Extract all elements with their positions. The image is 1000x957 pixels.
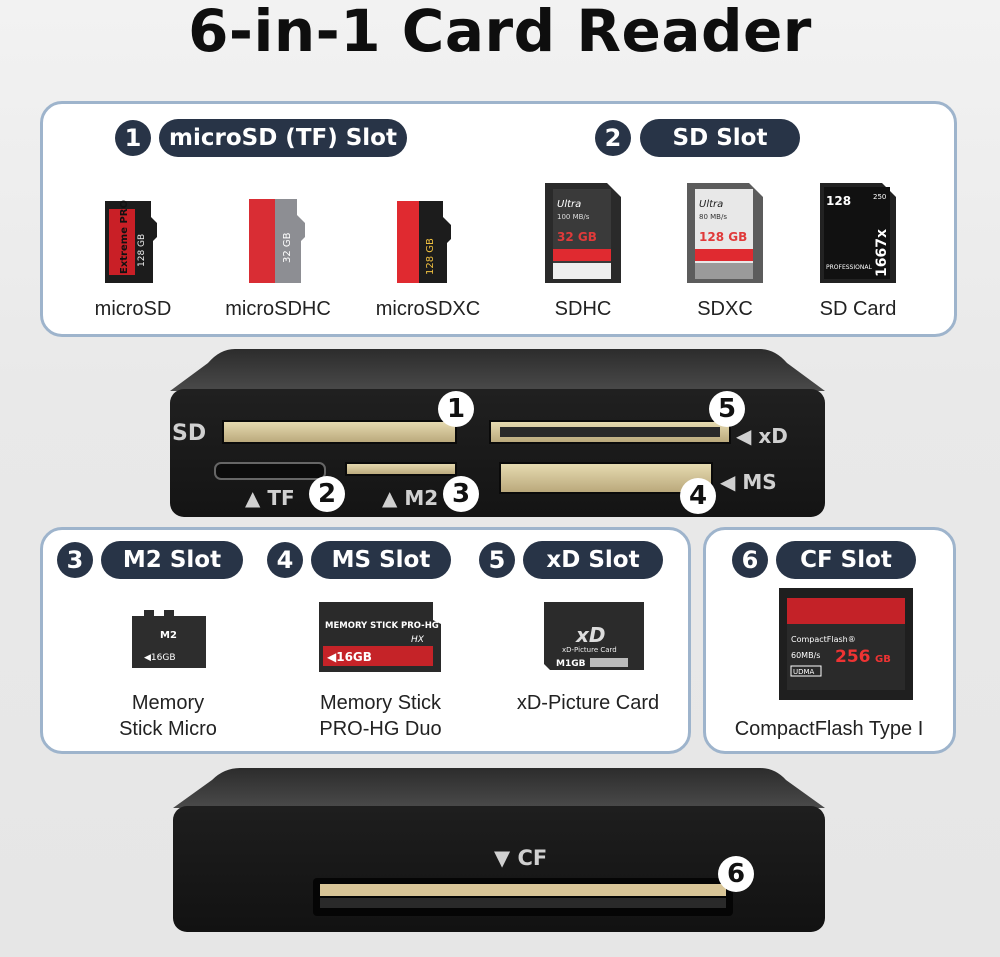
slot-number-1: 1	[438, 391, 474, 427]
svg-text:xD-Picture Card: xD-Picture Card	[562, 646, 617, 654]
svg-text:128: 128	[826, 194, 851, 208]
card-caption-line2: Stick Micro	[119, 718, 217, 740]
slot-number-5: 5	[709, 391, 745, 427]
svg-text:Ultra: Ultra	[699, 199, 723, 210]
sd-card-image: 128 250 PROFESSIONAL 1667x	[820, 183, 896, 283]
svg-text:PROFESSIONAL: PROFESSIONAL	[826, 264, 872, 271]
svg-text:128 GB: 128 GB	[137, 234, 147, 267]
card-caption: xD-Picture Card	[516, 692, 660, 714]
group-label-microsd: microSD (TF) Slot	[159, 119, 407, 157]
svg-text:MEMORY STICK PRO-HG Duo: MEMORY STICK PRO-HG Duo	[325, 621, 443, 631]
slot-number-3: 3	[443, 476, 479, 512]
cf-slot-label: ▼ CF	[494, 846, 548, 870]
svg-text:UDMA: UDMA	[793, 668, 815, 676]
svg-text:1667x: 1667x	[874, 229, 890, 277]
svg-text:32 GB: 32 GB	[557, 230, 597, 244]
top-slot-panel: 1 microSD (TF) Slot 2 SD Slot Extreme PR…	[40, 101, 957, 337]
microsd-card-text: Extreme PRO	[119, 200, 130, 274]
xd-slot-label: ◀ xD	[736, 424, 788, 448]
slot-number-6: 6	[718, 856, 754, 892]
xd-card-image: xD xD-Picture Card M1GB	[544, 602, 644, 670]
microsdxc-card-image: 128 GB	[397, 201, 451, 283]
group-label-xd: xD Slot	[523, 541, 663, 579]
group-number: 5	[479, 542, 515, 578]
card-caption: CompactFlash Type I	[734, 718, 924, 740]
tf-slot-label: ▲ TF	[245, 486, 295, 510]
svg-text:256: 256	[835, 647, 871, 667]
group-number: 3	[57, 542, 93, 578]
group-number: 1	[115, 120, 151, 156]
card-caption: microSD	[94, 298, 172, 320]
sdhc-card-image: Ultra 100 MB/s 32 GB	[545, 183, 621, 283]
svg-text:Ultra: Ultra	[557, 199, 581, 210]
m2-slot-label: ▲ M2	[382, 486, 439, 510]
card-caption-line1: Memory Stick	[319, 692, 442, 714]
svg-text:◀16GB: ◀16GB	[144, 653, 176, 663]
card-caption-line1: Memory	[131, 692, 205, 714]
ms-slot-label: ◀ MS	[720, 470, 777, 494]
card-caption: SDXC	[697, 298, 753, 320]
svg-text:80 MB/s: 80 MB/s	[699, 213, 727, 221]
svg-text:250: 250	[873, 193, 886, 201]
card-caption: microSDHC	[225, 298, 331, 320]
group-number: 6	[732, 542, 768, 578]
group-label-sd: SD Slot	[640, 119, 800, 157]
group-label-cf: CF Slot	[776, 541, 916, 579]
ms-card-image: MEMORY STICK PRO-HG Duo ◀16GB HX	[319, 602, 443, 672]
page-title: 6-in-1 Card Reader	[188, 0, 812, 65]
card-caption: SDHC	[554, 298, 612, 320]
sdxc-card-image: Ultra 80 MB/s 128 GB	[687, 183, 763, 283]
svg-text:M1GB: M1GB	[556, 659, 586, 669]
microsd-card-image: Extreme PRO 128 GB	[105, 200, 157, 283]
svg-text:xD: xD	[575, 623, 606, 647]
sd-slot-label: SD	[172, 421, 207, 446]
svg-text:100 MB/s: 100 MB/s	[557, 213, 590, 221]
group-label-ms: MS Slot	[311, 541, 451, 579]
card-reader-front-bottom	[173, 768, 825, 932]
cf-card-image: CompactFlash® 60MB/s 256 GB UDMA	[779, 588, 913, 700]
svg-text:◀16GB: ◀16GB	[327, 650, 372, 664]
svg-text:60MB/s: 60MB/s	[791, 651, 820, 660]
svg-text:GB: GB	[875, 654, 891, 665]
svg-text:128 GB: 128 GB	[425, 238, 436, 275]
group-label-m2: M2 Slot	[101, 541, 243, 579]
group-number: 4	[267, 542, 303, 578]
svg-text:32 GB: 32 GB	[282, 232, 293, 263]
card-caption-line2: PRO-HG Duo	[319, 718, 442, 740]
svg-text:128 GB: 128 GB	[699, 230, 747, 244]
svg-text:CompactFlash®: CompactFlash®	[791, 635, 856, 644]
m2-card-image: M2 ◀16GB	[132, 610, 206, 668]
group-number: 2	[595, 120, 631, 156]
svg-text:M2: M2	[160, 630, 177, 641]
card-caption: microSDXC	[375, 298, 481, 320]
cf-panel: 6 CF Slot CompactFlash® 60MB/s 256 GB UD…	[703, 527, 956, 754]
svg-text:HX: HX	[411, 635, 425, 645]
card-caption: SD Card	[819, 298, 897, 320]
microsdhc-card-image: 32 GB	[249, 199, 305, 283]
m2-ms-xd-panel: 3 M2 Slot 4 MS Slot 5 xD Slot M2 ◀16GB M…	[40, 527, 691, 754]
slot-number-2: 2	[309, 476, 345, 512]
slot-number-4: 4	[680, 478, 716, 514]
